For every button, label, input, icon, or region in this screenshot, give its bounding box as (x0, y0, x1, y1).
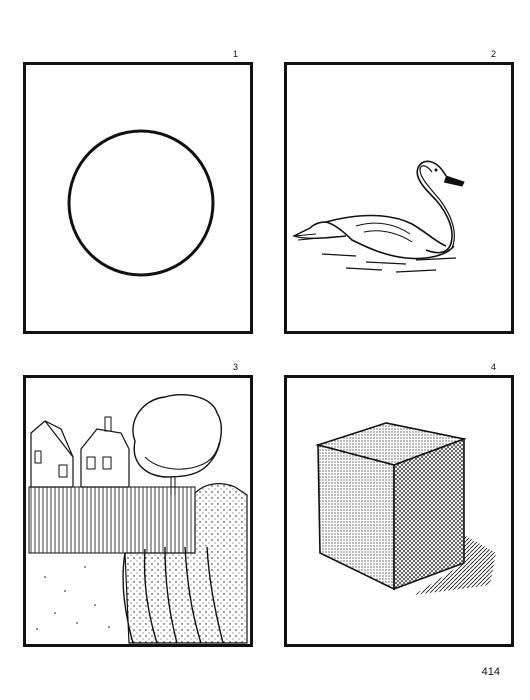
panel-number-2: 2 (491, 49, 497, 59)
circle-icon (67, 129, 215, 277)
panel-number-4: 4 (491, 362, 497, 372)
swan-icon (292, 160, 465, 273)
panel-number-1: 1 (233, 49, 239, 59)
panel-circle (23, 62, 253, 334)
panel-number-3: 3 (233, 362, 239, 372)
panel-house-garden (23, 375, 253, 647)
panel-cube (284, 375, 514, 647)
panel-swan (284, 62, 514, 334)
house-garden-icon (28, 394, 248, 644)
cube-icon (315, 422, 496, 595)
page-number: 414 (481, 666, 500, 678)
